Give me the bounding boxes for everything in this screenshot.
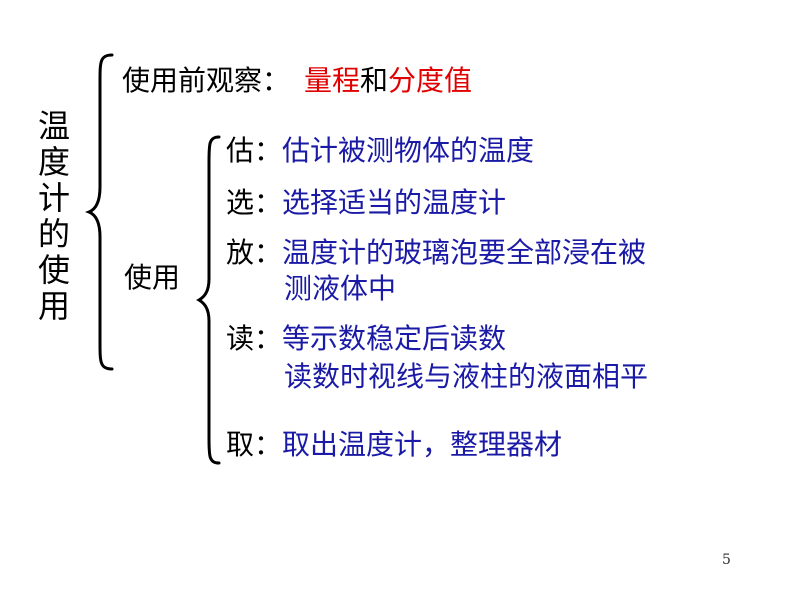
division-term: 分度值 (388, 64, 473, 97)
use-label: 使用 (124, 261, 181, 294)
step-text: 等示数稳定后读数 (282, 322, 507, 355)
step-key: 放： (226, 236, 283, 269)
step-key: 取： (226, 428, 283, 461)
range-term: 量程 (304, 64, 361, 97)
step-text: 取出温度计，整理器材 (282, 428, 563, 461)
step-text: 估计被测物体的温度 (282, 134, 535, 167)
step-text: 选择适当的温度计 (282, 186, 507, 219)
step-text: 温度计的玻璃泡要全部浸在被 (282, 236, 647, 269)
step-text-continued: 读数时视线与液柱的液面相平 (284, 360, 649, 393)
step-select: 选：选择适当的温度计 (226, 186, 506, 220)
step-estimate: 估：估计被测物体的温度 (226, 134, 534, 168)
pre-use-row: 使用前观察： 量程和分度值 (122, 64, 472, 98)
title-char: 度 (37, 143, 70, 181)
connector-text: 和 (360, 64, 389, 97)
title-char: 计 (37, 179, 70, 217)
step-remove: 取：取出温度计，整理器材 (226, 428, 562, 462)
step-key: 估： (226, 134, 283, 167)
page-number: 5 (722, 552, 731, 568)
title-char: 使 (37, 251, 70, 289)
step-place: 放：温度计的玻璃泡要全部浸在被 (226, 236, 646, 270)
inner-brace (196, 134, 222, 470)
step-key: 选： (226, 186, 283, 219)
step-key: 读： (226, 322, 283, 355)
outer-brace (84, 52, 116, 376)
step-read: 读：等示数稳定后读数 (226, 322, 506, 356)
title-char: 温 (37, 107, 70, 145)
title-char: 的 (37, 215, 70, 253)
step-text-continued: 测液体中 (284, 272, 397, 305)
pre-use-label: 使用前观察： (122, 64, 291, 97)
title-char: 用 (37, 287, 70, 325)
vertical-title: 温 度 计 的 使 用 (36, 108, 72, 324)
